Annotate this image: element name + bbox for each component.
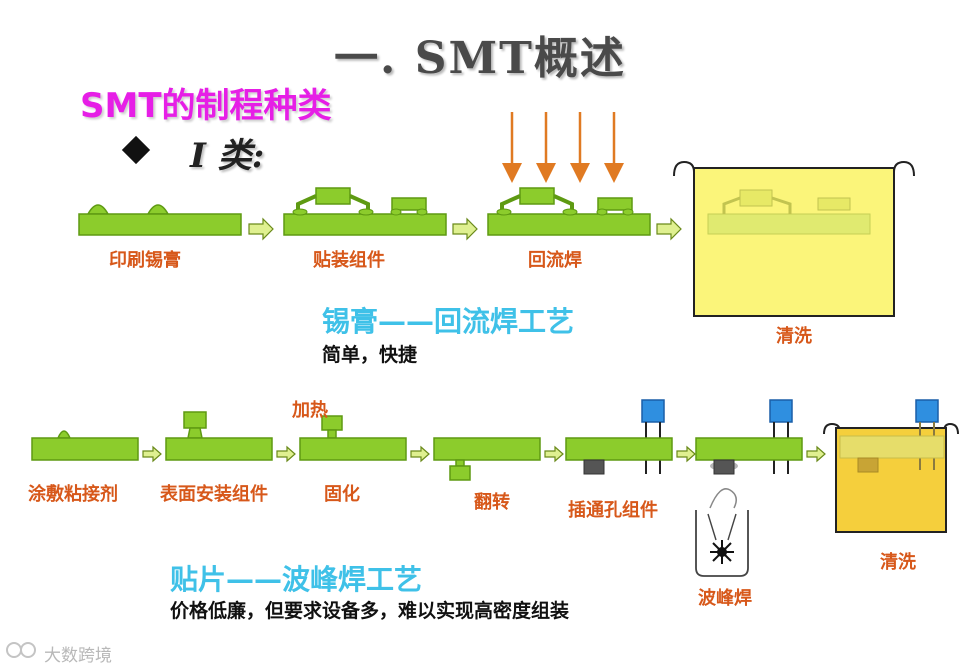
page-title: 一. SMT概述 [334,33,626,84]
board-print-paste [78,204,242,236]
flow-arrow-icon [248,217,274,241]
heat-arrows-icon [502,112,624,183]
step-label-smd-mount: 表面安装组件 [160,484,268,505]
board-adhesive [31,430,139,461]
flow-arrow-icon [656,217,682,241]
step-label-cleaning: 清洗 [776,326,812,347]
flow-arrow-icon [544,445,564,463]
step-label-adhesive: 涂敷粘接剂 [28,484,118,505]
watermark-text: 大数跨境 [44,646,112,666]
board-reflow [487,187,651,236]
step-label-place-components: 贴装组件 [313,250,385,271]
step-label-print-paste: 印刷锡膏 [109,250,181,271]
board-cure [299,415,407,461]
process-description-reflow: 简单，快捷 [322,344,418,366]
board-wave-solder [695,399,803,475]
flow-arrow-icon [276,445,296,463]
board-place-components [283,187,447,236]
flow-arrow-icon [452,217,478,241]
section-subtitle: SMT的制程种类 [80,86,332,126]
type-label: I 类: [190,136,265,176]
watermark-logo-icon [6,642,36,658]
step-label-through-hole: 插通孔组件 [568,500,658,521]
step-label-reflow: 回流焊 [528,250,582,271]
flow-arrow-icon [410,445,430,463]
heat-label: 加热 [292,400,328,421]
wave-solder-pot-icon [695,488,749,577]
cleaning-tank-icon [823,399,959,533]
board-flip [433,437,541,481]
step-label-cleaning-2: 清洗 [880,552,916,573]
board-smd-mount [165,411,273,461]
step-label-flip: 翻转 [474,492,510,513]
step-label-wave-solder: 波峰焊 [698,588,752,609]
flow-arrow-icon [676,445,696,463]
cleaning-tank-icon [673,160,915,317]
flow-arrow-icon [142,445,162,463]
process-name-wave: 贴片——波峰焊工艺 [170,563,423,596]
board-through-hole [565,399,673,475]
process-name-reflow: 锡膏——回流焊工艺 [322,305,575,338]
process-description-wave: 价格低廉，但要求设备多，难以实现高密度组装 [170,600,570,622]
flow-arrow-icon [806,445,826,463]
step-label-cure: 固化 [324,484,360,505]
